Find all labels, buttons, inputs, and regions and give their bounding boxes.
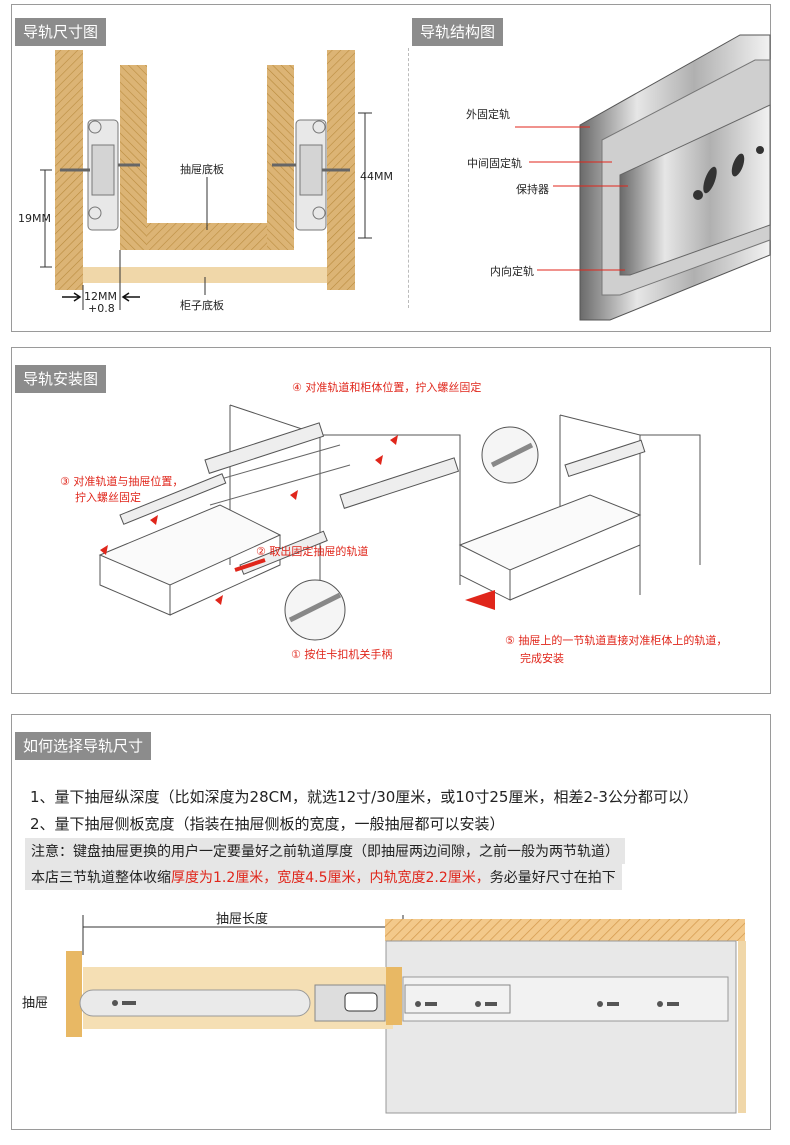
store-spec-suffix: 务必量好尺寸在拍下 — [489, 870, 616, 886]
guide-line-2: 2、量下抽屉侧板宽度（指装在抽屉侧板的宽度，一般抽屉都可以安装） — [30, 815, 505, 833]
dimension-title: 导轨尺寸图 — [15, 18, 107, 46]
step-5a: ⑤ 抽屉上的一节轨道直接对准柜体上的轨道， — [505, 634, 728, 647]
structure-title: 导轨结构图 — [412, 18, 504, 46]
install-title: 导轨安装图 — [15, 365, 107, 393]
outer-rail-label: 外固定轨 — [466, 108, 510, 121]
cabinet-bottom-label: 柜子底板 — [180, 299, 224, 312]
store-spec-prefix: 本店三节轨道整体收缩 — [31, 870, 171, 886]
step-2: ② 取出固定抽屉的轨道 — [256, 545, 369, 558]
drawer-length-label: 抽屉长度 — [216, 912, 269, 927]
rail-structure-diagram — [579, 34, 771, 321]
drawer-label: 抽屉 — [22, 996, 49, 1011]
step-4: ④ 对准轨道和柜体位置，拧入螺丝固定 — [292, 381, 482, 394]
middle-rail-label: 中间固定轨 — [467, 157, 522, 170]
slide-right — [295, 119, 327, 231]
slide-left — [87, 119, 119, 231]
size-guide-title: 如何选择导轨尺寸 — [15, 732, 152, 760]
inner-rail-label: 内向定轨 — [490, 265, 534, 278]
retainer-label: 保持器 — [516, 183, 549, 196]
install-panel — [11, 347, 771, 694]
drawer-bottom-label: 抽屉底板 — [180, 163, 224, 176]
step-3a: ③ 对准轨道与抽屉位置， — [60, 475, 184, 488]
step-1: ① 按住卡扣机关手柄 — [291, 648, 393, 661]
cabinet-bottom — [83, 267, 327, 283]
dimension-diagram — [40, 50, 372, 310]
step-3b: 拧入螺丝固定 — [75, 491, 141, 504]
height-44-label: 44MM — [360, 170, 393, 183]
install-diagram — [98, 404, 701, 641]
width-12-label: 12MM — [84, 290, 117, 303]
guide-note: 注意：键盘抽屉更换的用户一定要量好之前轨道厚度（即抽屉两边间隙，之前一般为两节轨… — [25, 838, 625, 864]
guide-line-1: 1、量下抽屉纵深度（比如深度为28CM，就选12寸/30厘米，或10寸25厘米，… — [30, 788, 698, 806]
length-diagram — [66, 915, 746, 1114]
drawer-wall-left — [120, 65, 147, 250]
step-5b: 完成安装 — [520, 652, 564, 665]
store-spec: 本店三节轨道整体收缩厚度为1.2厘米，宽度4.5厘米，内轨宽度2.2厘米，务必量… — [25, 864, 622, 890]
height-19-label: 19MM — [18, 212, 51, 225]
store-spec-red: 厚度为1.2厘米，宽度4.5厘米，内轨宽度2.2厘米， — [171, 870, 490, 886]
panel-divider — [408, 48, 409, 308]
structure-leaders — [515, 126, 628, 271]
width-08-label: +0.8 — [88, 302, 115, 315]
inner-rail — [619, 104, 771, 276]
drawer-wall-right — [267, 65, 294, 250]
